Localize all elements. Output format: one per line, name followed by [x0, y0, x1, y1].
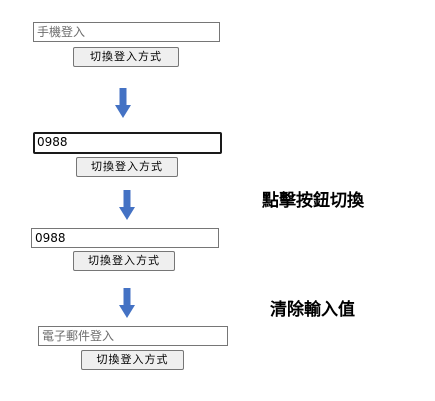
arrow-down-icon	[115, 88, 131, 118]
email-login-input[interactable]: 電子郵件登入	[38, 326, 228, 346]
annotation-clear-input: 清除輸入值	[270, 300, 355, 320]
phone-login-input[interactable]: 0988	[31, 228, 219, 248]
phone-login-input-focused[interactable]: 0988	[33, 132, 222, 154]
switch-login-method-button[interactable]: 切換登入方式	[76, 157, 178, 177]
arrow-down-icon	[119, 190, 135, 220]
switch-login-method-button[interactable]: 切換登入方式	[81, 350, 184, 370]
arrow-down-icon	[119, 288, 135, 318]
switch-login-method-button[interactable]: 切換登入方式	[73, 251, 175, 271]
annotation-click-toggle: 點擊按鈕切換	[262, 191, 364, 211]
phone-login-input[interactable]: 手機登入	[33, 22, 220, 42]
switch-login-method-button[interactable]: 切換登入方式	[73, 47, 179, 67]
